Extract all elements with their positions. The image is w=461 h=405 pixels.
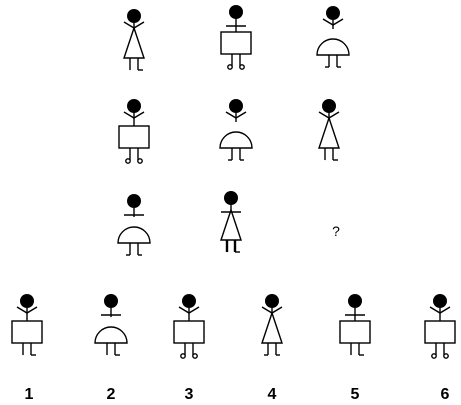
- answer-options: 1 2 3 4 5 6: [11, 294, 456, 403]
- answer-option-5-label: 5: [351, 386, 360, 403]
- answer-option-1[interactable]: 1: [11, 294, 43, 403]
- matrix-cell-3-2: [220, 191, 242, 253]
- figure-head: [127, 9, 141, 23]
- figure-head: [229, 99, 243, 113]
- figure-body-rectangle: [339, 320, 371, 344]
- figure-head: [229, 5, 243, 19]
- figure-right-foot: [239, 64, 245, 70]
- figure-head: [182, 294, 196, 308]
- figure-head: [127, 194, 141, 208]
- matrix-cell-2-1: [118, 99, 150, 164]
- figure-body-rectangle: [11, 320, 43, 344]
- answer-option-4-label: 4: [268, 386, 277, 403]
- figure-body-rectangle: [173, 320, 205, 344]
- matrix-cell-1-2: [220, 5, 252, 70]
- figure-head: [326, 6, 340, 20]
- answer-option-5[interactable]: 5: [339, 294, 371, 403]
- answer-option-2-label: 2: [107, 386, 116, 403]
- figure-body-triangle: [220, 207, 242, 241]
- figure-left-foot: [431, 353, 437, 359]
- figure-arms-diagonal: [123, 111, 145, 119]
- figure-arms-diagonal: [429, 306, 451, 314]
- figure-body-semicircle: [117, 226, 151, 244]
- answer-option-3[interactable]: 3: [173, 294, 205, 403]
- figure-arms-diagonal: [322, 18, 344, 26]
- figure-head: [265, 294, 279, 308]
- figure-body-semicircle: [94, 326, 128, 344]
- matrix-cell-2-3: [318, 99, 340, 161]
- figure-head: [20, 294, 34, 308]
- figure-body-triangle: [318, 115, 340, 149]
- figure-head: [104, 294, 118, 308]
- figure-left-foot: [180, 353, 186, 359]
- figure-body-triangle: [123, 25, 145, 59]
- answer-option-6-label: 6: [441, 386, 450, 403]
- figure-head: [322, 99, 336, 113]
- matrix-cell-1-1: [123, 9, 145, 71]
- answer-option-2[interactable]: 2: [94, 294, 128, 403]
- answer-option-3-label: 3: [185, 386, 194, 403]
- figure-arms-diagonal: [225, 111, 247, 119]
- figure-body-rectangle: [424, 320, 456, 344]
- figure-body-triangle: [261, 310, 283, 344]
- matrix-cell-2-2: [219, 99, 253, 161]
- answer-option-1-label: 1: [25, 386, 34, 403]
- figure-head: [127, 99, 141, 113]
- matrix-cell-3-1: [117, 194, 151, 256]
- figure-body-semicircle: [219, 131, 253, 149]
- figure-right-foot: [137, 158, 143, 164]
- matrix-cell-1-3: [316, 6, 350, 68]
- figure-arms-diagonal: [178, 306, 200, 314]
- figure-right-foot: [443, 353, 449, 359]
- figure-left-foot: [227, 64, 233, 70]
- figure-head: [433, 294, 447, 308]
- answer-option-4[interactable]: 4: [261, 294, 283, 403]
- missing-cell-mark: ?: [332, 223, 340, 239]
- figure-arms-diagonal: [16, 306, 38, 314]
- figure-body-rectangle: [220, 31, 252, 55]
- answer-option-6[interactable]: 6: [424, 294, 456, 403]
- figure-right-foot: [192, 353, 198, 359]
- figure-head: [224, 191, 238, 205]
- figure-left-foot: [125, 158, 131, 164]
- figure-head: [348, 294, 362, 308]
- figure-body-rectangle: [118, 125, 150, 149]
- matrix-grid: ?: [117, 5, 350, 256]
- figure-body-semicircle: [316, 38, 350, 56]
